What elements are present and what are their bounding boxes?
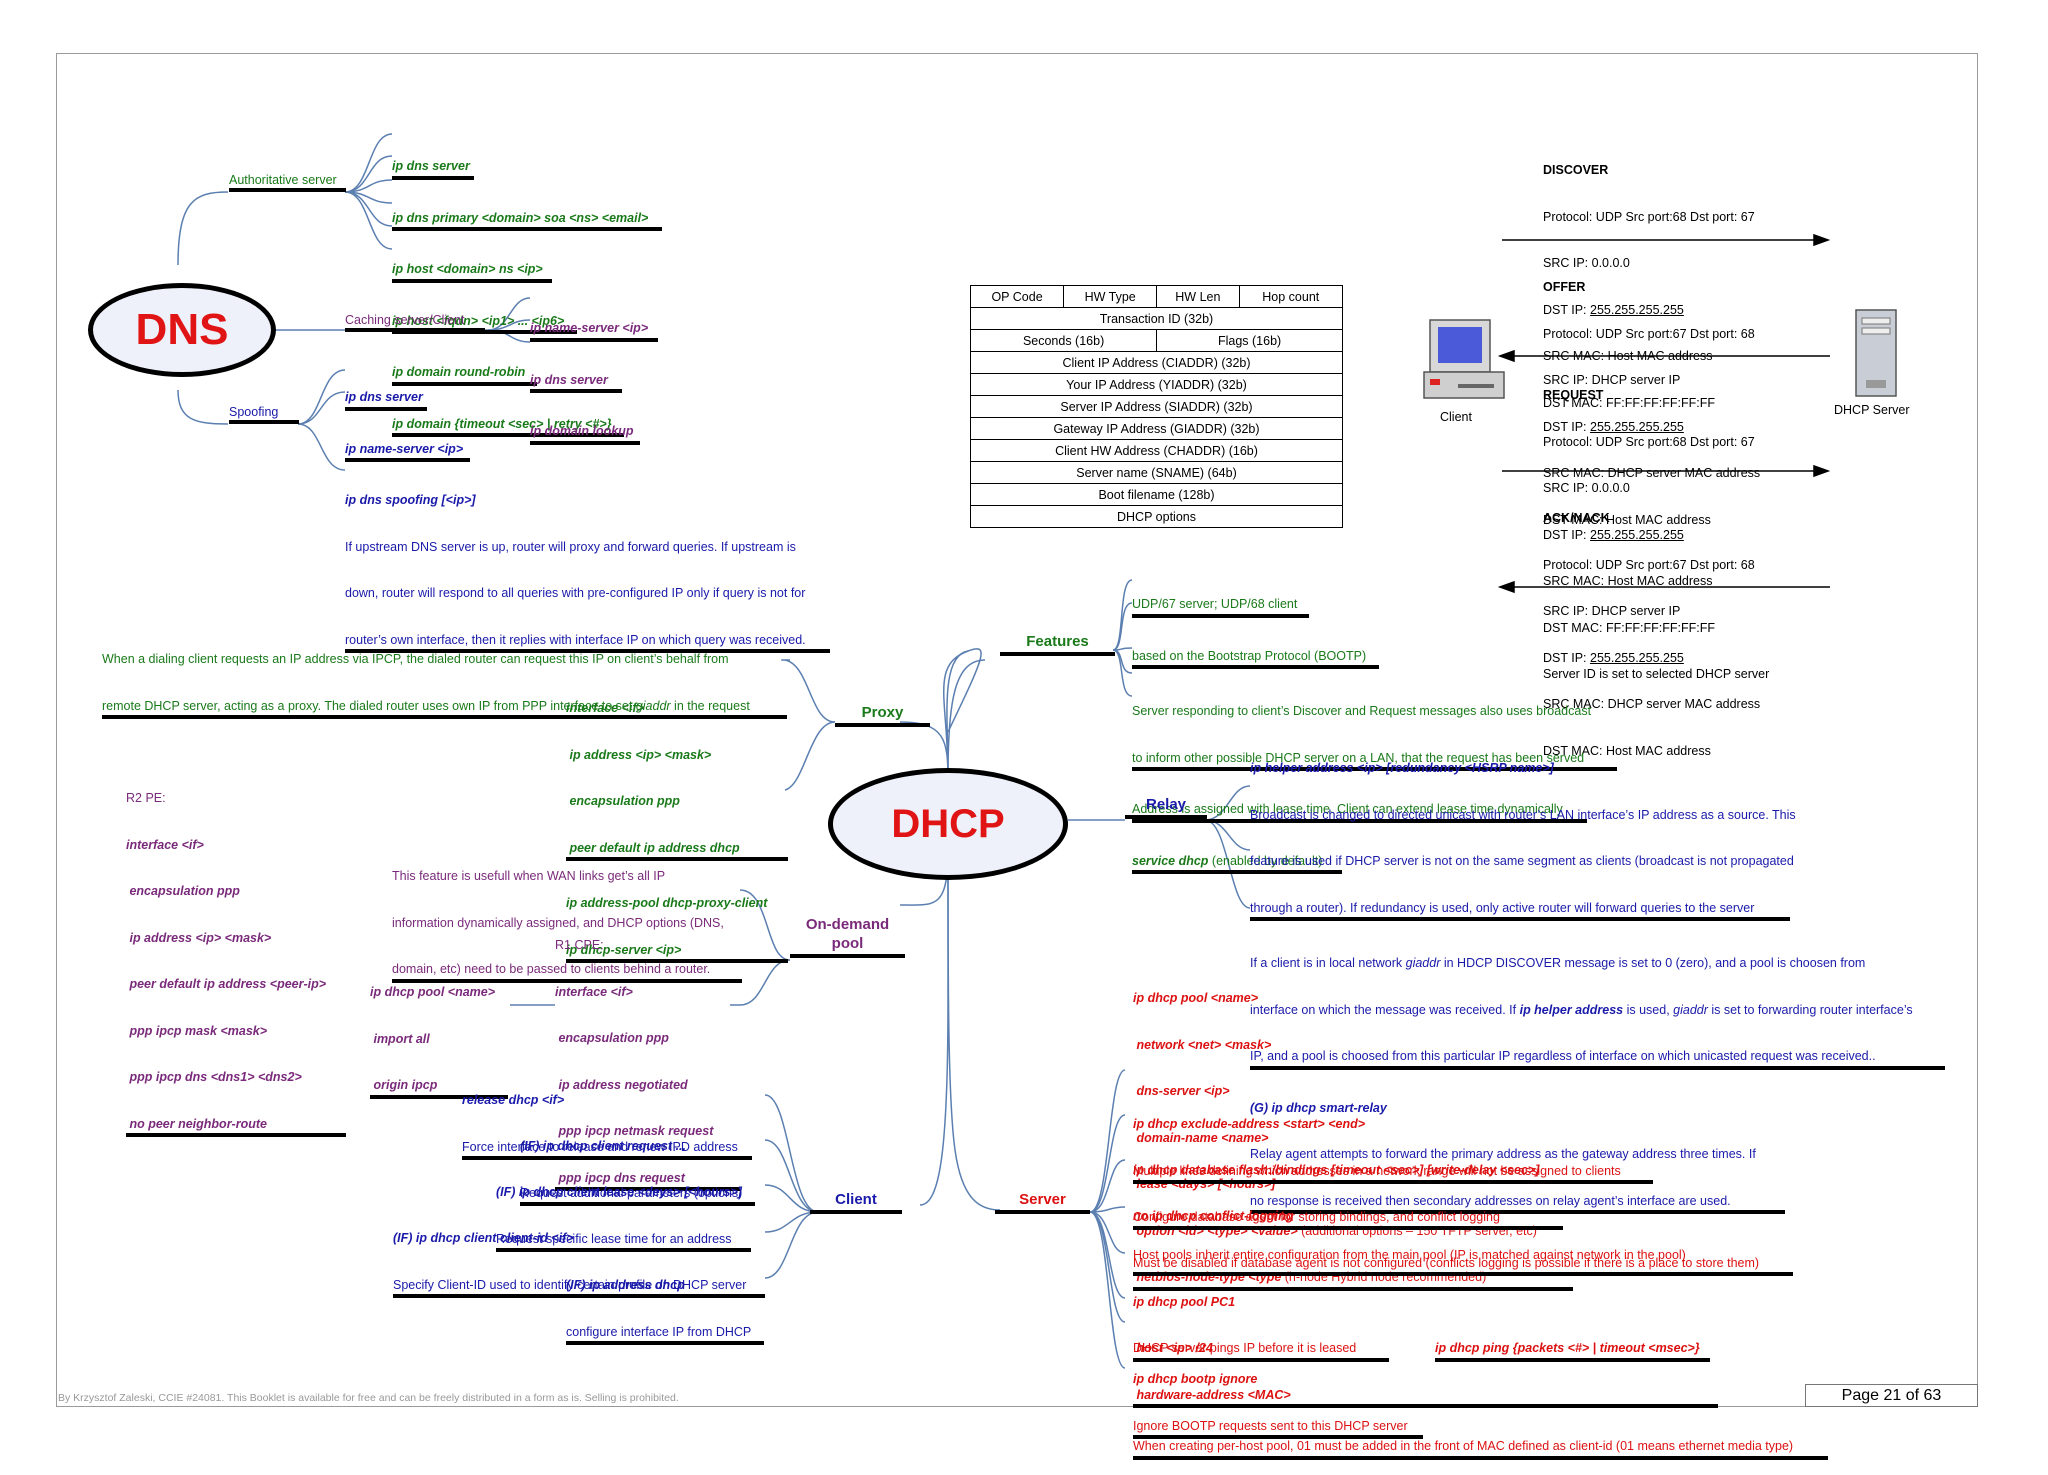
server-branch: Server: [995, 1190, 1090, 1214]
dns-caching-label: Caching server/Client: [345, 313, 485, 332]
pkt-chaddr: Client HW Address (CHADDR) (16b): [970, 439, 1343, 462]
client-branch: Client: [810, 1190, 902, 1214]
pkt-hop-count: Hop count: [1238, 285, 1344, 308]
proxy-branch: Proxy: [835, 703, 930, 727]
server-ping-command: ip dhcp ping {packets <#> | timeout <mse…: [1435, 1310, 1710, 1377]
on-demand-dhcp-pool: ip dhcp pool <name> import all origin ip…: [370, 954, 508, 1114]
ack-nack-message: ACK/NACK Protocol: UDP Src port:67 Dst p…: [1543, 511, 1761, 758]
dns-hub: DNS: [88, 283, 276, 377]
pkt-hw-len: HW Len: [1156, 285, 1240, 308]
dhcp-server-icon: [1855, 309, 1897, 397]
client-cmd-2: (IF) ip dhcp client request ... Request …: [520, 1108, 755, 1222]
footer-credit: By Krzysztof Zaleski, CCIE #24081. This …: [58, 1392, 679, 1404]
page-number: Page 21 of 63: [1805, 1384, 1978, 1407]
on-demand-pool-branch: On-demand pool: [790, 915, 905, 958]
proxy-commands: interface <if> ip address <ip> <mask> en…: [566, 670, 788, 979]
pkt-boot-filename: Boot filename (128b): [970, 483, 1343, 506]
pkt-ciaddr: Client IP Address (CIADDR) (32b): [970, 351, 1343, 374]
pkt-yiaddr: Your IP Address (YIADDR) (32b): [970, 373, 1343, 396]
r1-cpe-config: R1 CPE: interface <if> encapsulation ppp…: [555, 907, 740, 1207]
dhcp-packet-format: OP Code HW Type HW Len Hop count Transac…: [969, 285, 1344, 528]
pkt-transaction-id: Transaction ID (32b): [970, 307, 1343, 330]
dhcp-hub: DHCP: [828, 768, 1068, 880]
client-cmd-1: release dhcp <if> Force interface to rel…: [462, 1062, 752, 1176]
dns-authoritative-label: Authoritative server: [229, 173, 346, 192]
features-list: UDP/67 server; UDP/68 client based on th…: [1132, 566, 1617, 890]
server-bootp-ignore: ip dhcp bootp ignore Ignore BOOTP reques…: [1133, 1341, 1423, 1455]
page-frame: [56, 53, 1978, 1407]
server-database: ip dhcp database flash:/bindings [timeou…: [1133, 1132, 1563, 1246]
dns-spoofing-label: Spoofing: [229, 405, 299, 424]
client-cmd-5: (IF) ip address dhcp configure interface…: [566, 1247, 764, 1361]
discover-message: DISCOVER Protocol: UDP Src port:68 Dst p…: [1543, 163, 1755, 410]
client-cmd-3: (IF) ip dhcp client lease <deys> [<hours…: [496, 1154, 751, 1268]
pkt-dhcp-options: DHCP options: [970, 505, 1343, 528]
r2-pe-config: R2 PE: interface <if> encapsulation ppp …: [126, 760, 346, 1153]
client-label: Client: [1440, 410, 1472, 424]
features-branch: Features: [1000, 632, 1115, 656]
request-message: REQUEST Protocol: UDP Src port:68 Dst po…: [1543, 388, 1770, 681]
proxy-description: When a dialing client requests an IP add…: [102, 621, 787, 735]
dns-authoritative-items: ip dns server ip dns primary <domain> so…: [392, 128, 662, 453]
on-demand-description: This feature is usefull when WAN links g…: [392, 838, 742, 998]
server-ping: DHCP server pings IP before it is leased: [1133, 1310, 1389, 1377]
pkt-sname: Server name (SNAME) (64b): [970, 461, 1343, 484]
dns-spoofing-items: ip dns server ip name-server <ip> ip dns…: [345, 359, 830, 669]
dhcp-server-label: DHCP Server: [1834, 403, 1910, 417]
pkt-op-code: OP Code: [969, 285, 1065, 308]
server-exclude-address: ip dhcp exclude-address <start> <end> Mu…: [1133, 1086, 1653, 1200]
pkt-flags: Flags (16b): [1156, 329, 1343, 352]
pkt-giaddr: Gateway IP Address (GIADDR) (32b): [970, 417, 1343, 440]
relay-branch: Relay: [1125, 795, 1207, 819]
pkt-hw-type: HW Type: [1063, 285, 1158, 308]
pkt-siaddr: Server IP Address (SIADDR) (32b): [970, 395, 1343, 418]
relay-list: ip helper address <ip> [redundancy <HSRP…: [1250, 730, 1945, 1230]
client-cmd-4: (IF) ip dhcp client client-id <if> Speci…: [393, 1200, 765, 1314]
client-computer-icon: [1423, 319, 1505, 399]
offer-message: OFFER Protocol: UDP Src port:67 Dst port…: [1543, 280, 1761, 527]
server-conflict-logging: no ip dhcp conflict-logging Must be disa…: [1133, 1178, 1793, 1292]
pkt-seconds: Seconds (16b): [969, 329, 1158, 352]
dns-caching-items: ip name-server <ip> ip dns server ip dom…: [530, 290, 658, 460]
